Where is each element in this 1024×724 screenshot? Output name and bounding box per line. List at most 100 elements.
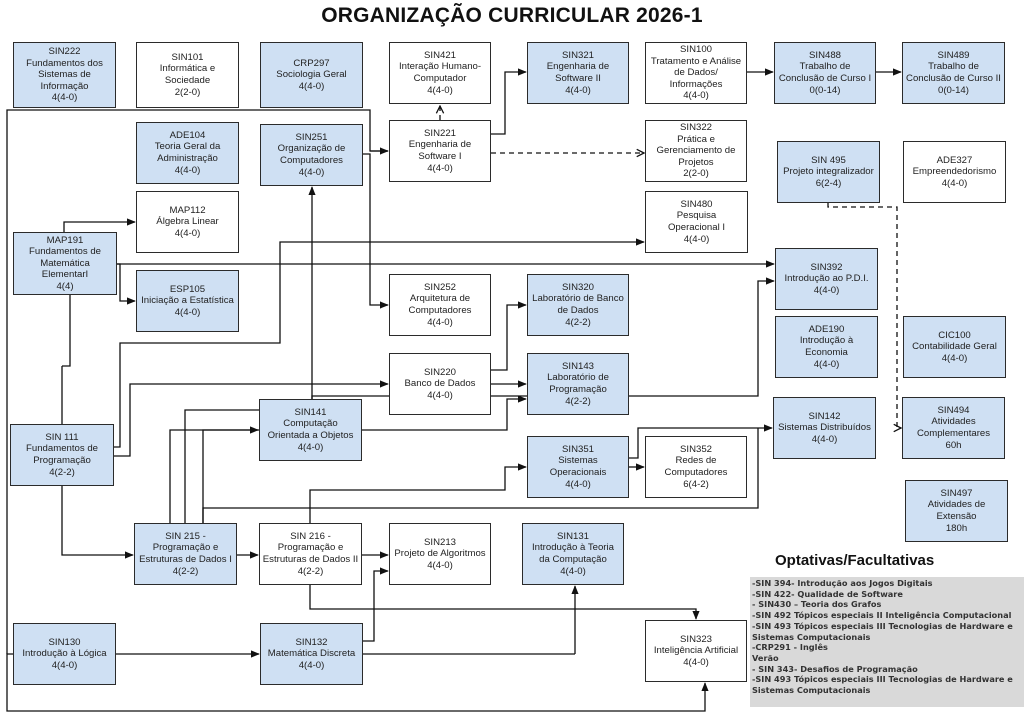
- course-name-line: Estruturas de Dados I: [139, 554, 232, 565]
- course-credits: 4(4): [56, 280, 74, 292]
- course-name-line: Banco de Dados: [404, 378, 476, 390]
- course-name-line: Programação: [33, 455, 91, 466]
- course-name-line: Computadores: [408, 305, 472, 316]
- optional-course-item: -SIN 493 Tópicos especiais III Tecnologi…: [752, 674, 1013, 696]
- course-name-line: Prática e: [677, 133, 715, 145]
- course-code: SIN488: [809, 49, 841, 61]
- course-credits: 4(4-0): [813, 358, 840, 370]
- connector-sin215-sin141: [169, 426, 259, 523]
- course-name-line: Informática e: [159, 63, 216, 75]
- connector-sin111-sin220: [114, 380, 389, 457]
- course-name-line: Trabalho de: [928, 61, 979, 73]
- course-credits: 4(4-0): [941, 177, 968, 189]
- course-name-line: Software I: [418, 151, 462, 162]
- course-credits: 4(4-0): [174, 164, 201, 176]
- course-name-line: de Dados: [557, 305, 599, 316]
- course-code: SIN480: [680, 198, 713, 210]
- course-code: CRP297: [293, 57, 330, 69]
- course-code: SIN142: [808, 410, 841, 422]
- optional-course-item: -SIN 422- Qualidade de Software: [752, 588, 903, 599]
- course-name-line: Conclusão de Curso II: [906, 73, 1001, 84]
- course-credits: 4(4-0): [427, 559, 453, 571]
- course-code: SIN351: [562, 443, 594, 455]
- course-credits: 6(2-4): [815, 177, 842, 189]
- connector-sin220-sin320: [491, 301, 527, 371]
- course-code: SIN221: [424, 127, 456, 139]
- course-name-line: Introdução à Lógica: [22, 648, 107, 660]
- course-name-line: Matemática Discreta: [267, 648, 356, 660]
- course-name-line: Programação e: [277, 542, 344, 554]
- course-name-line: Arquitetura de: [409, 293, 471, 305]
- course-code: SIN494: [937, 404, 970, 416]
- course-credits: 4(4-0): [683, 90, 709, 102]
- course-name-line: Iniciação a Estatística: [141, 295, 234, 307]
- course-name-line: Operacionais: [549, 467, 607, 478]
- course-name-line: Engenharia de: [546, 61, 610, 73]
- course-credits: 4(4-0): [683, 656, 709, 668]
- course-code: SIN497: [940, 487, 973, 499]
- course-code: SIN392: [810, 261, 843, 273]
- course-name-line: Introdução à: [799, 335, 854, 347]
- course-credits: 4(4-0): [174, 306, 201, 318]
- optional-courses-list: -SIN 394- Introdução aos Jogos Digitais-…: [752, 578, 1024, 696]
- optional-course-item: -SIN 493 Tópicos especiais III Tecnologi…: [752, 620, 1013, 642]
- course-name-line: Programação e: [152, 542, 219, 554]
- course-name-line: Engenharia de: [408, 139, 472, 151]
- connector-sin132-sin213: [363, 567, 389, 642]
- connector-sin495-sin494: [827, 203, 901, 428]
- connector-sin251-sin252: [363, 153, 389, 309]
- course-credits: 6(4-2): [683, 478, 709, 490]
- course-code: SIN222: [48, 46, 81, 58]
- course-code: MAP112: [169, 204, 206, 216]
- course-credits: 0(0-14): [809, 84, 841, 96]
- course-credits: 4(4-0): [560, 565, 586, 577]
- course-name-line: Tratamento e Análise: [650, 55, 742, 67]
- course-code: SIN141: [294, 406, 327, 418]
- connector-sin111-sin480: [114, 238, 645, 448]
- course-code: SIN100: [680, 44, 712, 56]
- course-name-line: Sistemas Distribuídos: [778, 422, 871, 434]
- connector-sin111-sin215: [61, 486, 134, 559]
- course-name-line: da Computação: [539, 554, 607, 565]
- course-credits: 4(4-0): [813, 284, 840, 296]
